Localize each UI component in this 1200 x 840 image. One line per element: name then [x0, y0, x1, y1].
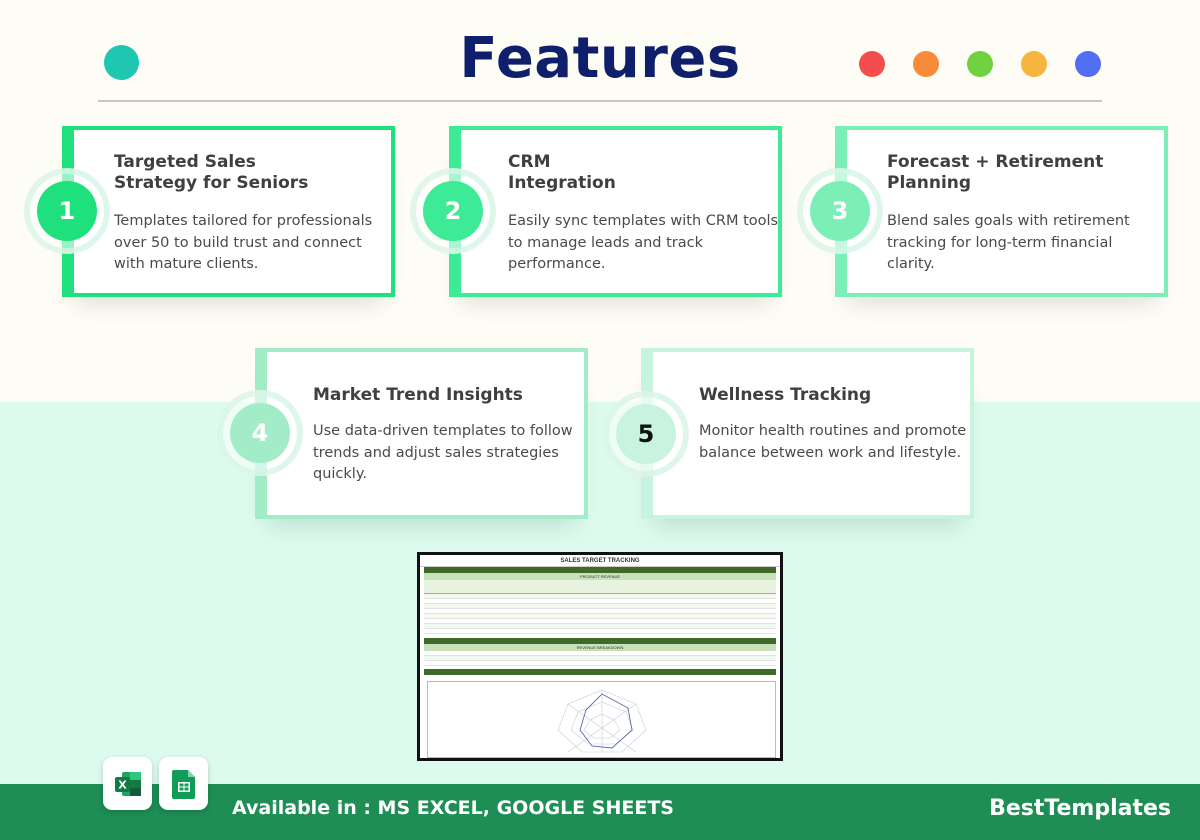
google-sheets-tile — [159, 757, 208, 810]
table-row — [424, 651, 776, 656]
feature-number: 1 — [37, 181, 97, 241]
table-row — [424, 594, 776, 599]
spreadsheet-preview: SALES TARGET TRACKING PRODUCT REVENUE RE… — [417, 552, 783, 761]
feature-badge-3: 3 — [803, 174, 877, 248]
feature-card-1: Targeted Sales Strategy for Seniors Temp… — [62, 126, 395, 297]
feature-description: Templates tailored for professionals ove… — [114, 213, 373, 272]
red-dot — [859, 51, 885, 77]
feature-title: Targeted Sales Strategy for Seniors — [114, 152, 309, 193]
preview-radar-chart — [427, 681, 776, 758]
google-sheets-icon — [171, 769, 195, 799]
preview-band — [424, 567, 776, 573]
feature-title: Wellness Tracking — [699, 385, 872, 405]
table-row — [424, 661, 776, 666]
feature-title: Market Trend Insights — [313, 385, 523, 405]
feature-number: 3 — [810, 181, 870, 241]
feature-card-5: Wellness Tracking Monitor health routine… — [641, 348, 974, 519]
availability-text: Available in : MS EXCEL, GOOGLE SHEETS — [232, 797, 674, 819]
feature-title: Forecast + Retirement Planning — [887, 152, 1104, 193]
table-row — [424, 609, 776, 614]
excel-icon: X — [114, 771, 141, 796]
feature-badge-2: 2 — [416, 174, 490, 248]
feature-description: Easily sync templates with CRM tools to … — [508, 213, 779, 272]
yellow-dot — [1021, 51, 1047, 77]
preview-section-product: PRODUCT REVENUE — [424, 573, 776, 580]
table-row — [424, 619, 776, 624]
brand-name: BestTemplates — [989, 796, 1171, 821]
decorative-dots — [859, 51, 1101, 77]
table-row — [424, 599, 776, 604]
preview-table-header — [424, 580, 776, 594]
preview-section-revenue: REVENUE BREAKDOWN — [424, 644, 776, 651]
table-row — [424, 624, 776, 629]
feature-badge-5: 5 — [609, 397, 683, 471]
feature-number: 4 — [230, 403, 290, 463]
feature-title: CRM Integration — [508, 152, 616, 193]
preview-band — [424, 638, 776, 644]
green-dot — [967, 51, 993, 77]
accent-dot — [104, 45, 139, 80]
feature-card-3: Forecast + Retirement Planning Blend sal… — [835, 126, 1168, 297]
svg-text:X: X — [118, 778, 127, 791]
table-row — [424, 629, 776, 634]
feature-description: Use data-driven templates to follow tren… — [313, 423, 573, 482]
table-row — [424, 614, 776, 619]
feature-description: Monitor health routines and promote bala… — [699, 423, 967, 461]
feature-number: 2 — [423, 181, 483, 241]
preview-table-rows — [420, 594, 780, 634]
blue-dot — [1075, 51, 1101, 77]
feature-description: Blend sales goals with retirement tracki… — [887, 213, 1130, 272]
excel-tile: X — [103, 757, 152, 810]
page-title: Features — [459, 26, 741, 91]
table-row — [424, 656, 776, 661]
preview-band — [424, 669, 776, 675]
feature-card-4: Market Trend Insights Use data-driven te… — [255, 348, 588, 519]
preview-title: SALES TARGET TRACKING — [420, 555, 780, 567]
feature-card-2: CRM Integration Easily sync templates wi… — [449, 126, 782, 297]
feature-badge-4: 4 — [223, 396, 297, 470]
radar-chart-graphic — [557, 689, 647, 753]
feature-number: 5 — [616, 404, 676, 464]
header-divider — [98, 100, 1102, 102]
table-row — [424, 604, 776, 609]
feature-badge-1: 1 — [30, 174, 104, 248]
orange-dot — [913, 51, 939, 77]
